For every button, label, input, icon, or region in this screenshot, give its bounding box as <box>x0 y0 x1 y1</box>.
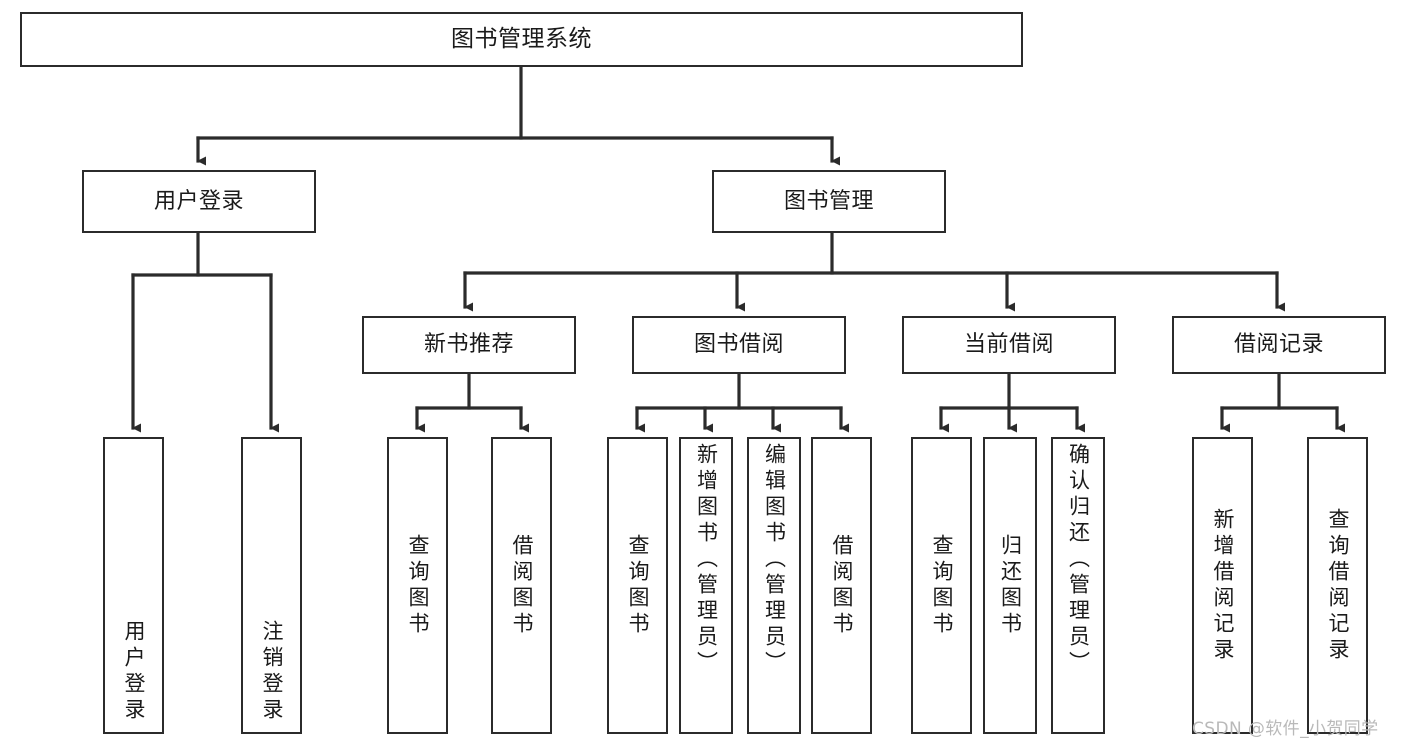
node-leaf-user-logout[interactable]: 注销登录 <box>241 437 302 734</box>
node-leaf-confirm-return[interactable]: 确认归还（管理员） <box>1051 437 1105 734</box>
node-label: 查询图书 <box>930 533 954 638</box>
node-leaf-query-book-current[interactable]: 查询图书 <box>911 437 972 734</box>
node-label: 查询图书 <box>406 533 430 638</box>
node-book-management-system[interactable]: 图书管理系统 <box>20 12 1023 67</box>
node-label: 图书管理系统 <box>451 25 592 52</box>
node-leaf-borrow-book[interactable]: 借阅图书 <box>811 437 872 734</box>
node-label: 借阅图书 <box>510 533 534 638</box>
node-label: 当前借阅 <box>963 332 1054 358</box>
node-label: 归还图书 <box>998 533 1023 638</box>
watermark-text: CSDN @软件_小贺同学 <box>1192 719 1379 739</box>
node-leaf-query-borrow-record[interactable]: 查询借阅记录 <box>1307 437 1368 734</box>
node-label: 用户登录 <box>122 620 146 724</box>
node-leaf-add-borrow-record[interactable]: 新增借阅记录 <box>1192 437 1253 734</box>
node-label: 查询借阅记录 <box>1326 507 1350 664</box>
node-label: 图书借阅 <box>693 332 784 358</box>
node-label: 图书管理 <box>783 188 874 214</box>
node-leaf-return-book[interactable]: 归还图书 <box>983 437 1037 734</box>
node-book-borrow[interactable]: 图书借阅 <box>632 316 846 374</box>
node-label: 新增借阅记录 <box>1211 507 1235 664</box>
node-user-login[interactable]: 用户登录 <box>82 170 316 233</box>
node-label: 新书推荐 <box>423 332 514 358</box>
node-new-book-recommend[interactable]: 新书推荐 <box>362 316 576 374</box>
node-label: 注销登录 <box>260 620 284 724</box>
node-label: 借阅记录 <box>1233 332 1324 358</box>
node-label: 确认归还（管理员） <box>1066 443 1091 677</box>
node-leaf-borrow-book-recommend[interactable]: 借阅图书 <box>491 437 552 734</box>
node-label: 用户登录 <box>153 188 244 214</box>
node-leaf-query-book-borrow[interactable]: 查询图书 <box>607 437 668 734</box>
node-label: 编辑图书（管理员） <box>762 443 787 677</box>
node-leaf-add-book[interactable]: 新增图书（管理员） <box>679 437 733 734</box>
node-leaf-query-book-recommend[interactable]: 查询图书 <box>387 437 448 734</box>
node-leaf-user-login[interactable]: 用户登录 <box>103 437 164 734</box>
node-label: 新增图书（管理员） <box>694 443 719 677</box>
node-borrow-record[interactable]: 借阅记录 <box>1172 316 1386 374</box>
node-label: 借阅图书 <box>830 533 854 638</box>
node-label: 查询图书 <box>626 533 650 638</box>
node-current-borrow[interactable]: 当前借阅 <box>902 316 1116 374</box>
node-leaf-edit-book[interactable]: 编辑图书（管理员） <box>747 437 801 734</box>
node-book-management[interactable]: 图书管理 <box>712 170 946 233</box>
